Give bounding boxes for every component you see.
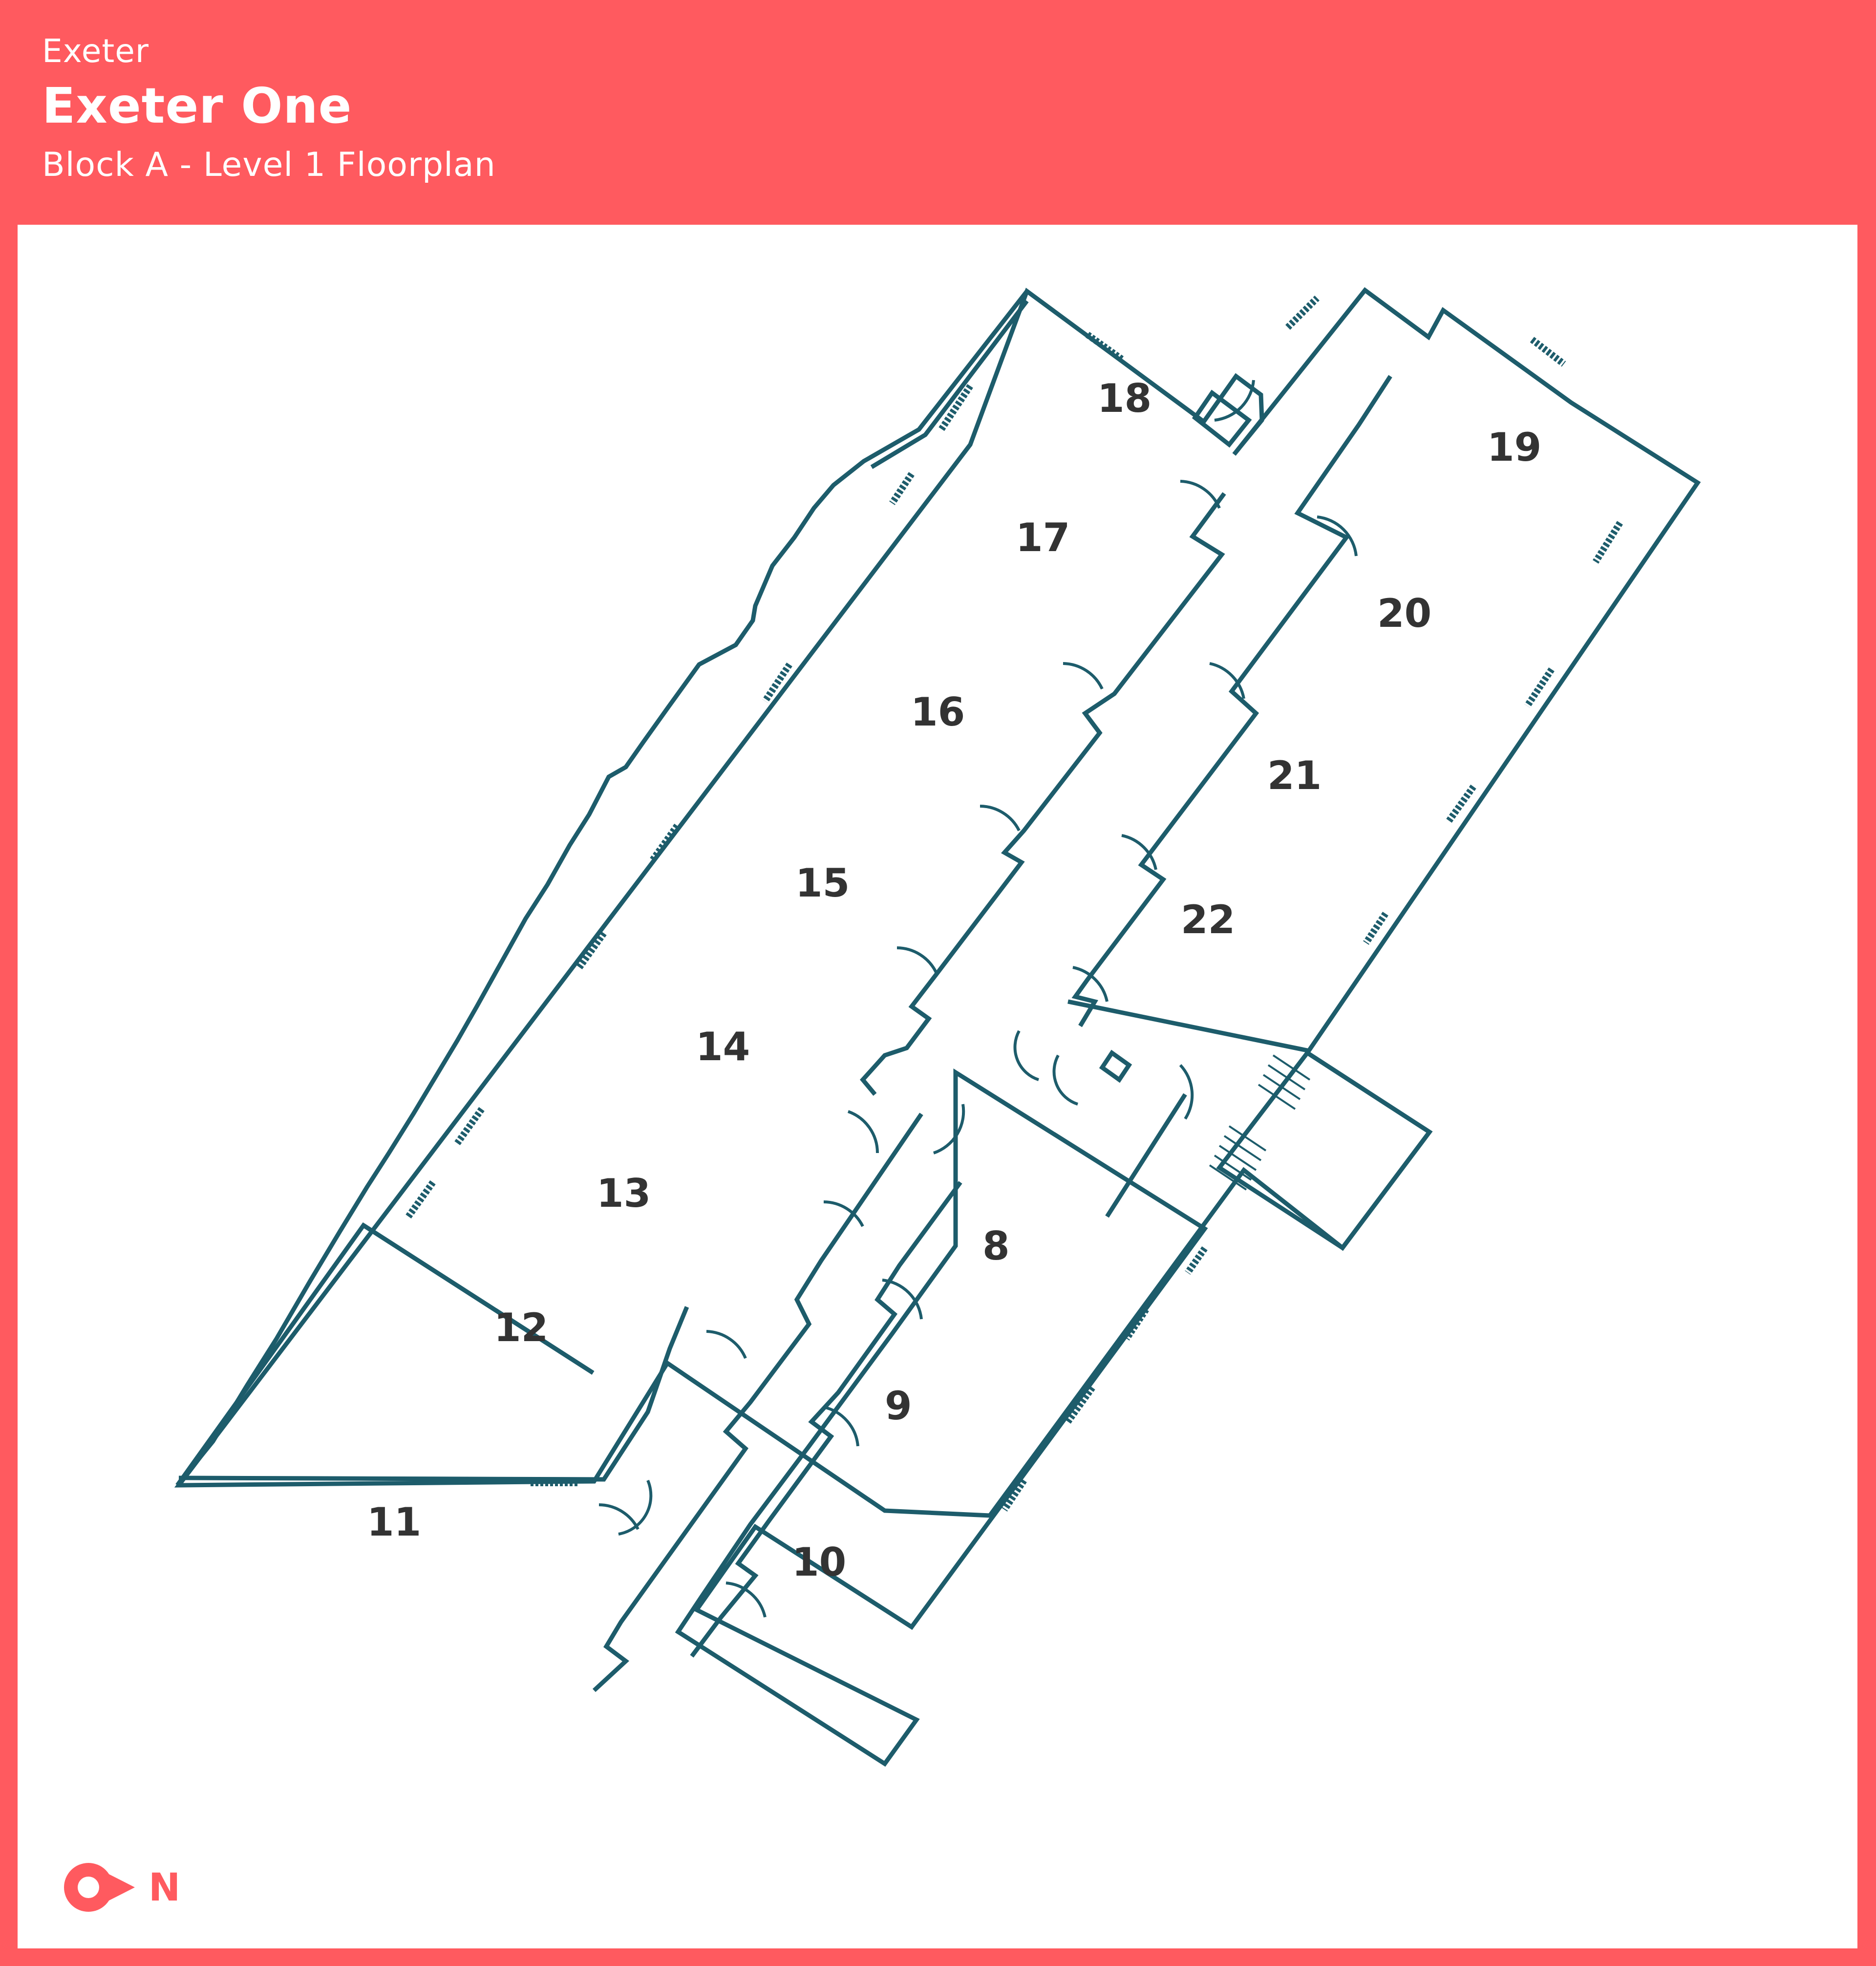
- wall-22-corridor: [1067, 999, 1308, 1053]
- door-17: [1180, 480, 1221, 509]
- compass: N: [64, 1863, 180, 1912]
- door-10: [725, 1581, 767, 1618]
- room-label-18: 18: [1097, 376, 1151, 421]
- door-11: [598, 1503, 640, 1530]
- door-12: [706, 1330, 747, 1359]
- room-label-14: 14: [696, 1024, 750, 1069]
- door-16: [1063, 662, 1104, 690]
- floorplan-panel: 18 17 16 15 14 13 12 11 19 20 21 22 8 9 …: [18, 225, 1857, 1948]
- wall-22-stair: [1105, 1093, 1187, 1218]
- service-cupboard: [1099, 1049, 1132, 1083]
- door-18: [1214, 380, 1255, 422]
- west-wing-outer-wall: [175, 290, 1029, 1487]
- corridor-west-wall-lower: [592, 1112, 923, 1692]
- floor-outline: [174, 287, 1701, 1518]
- stair-core: [1216, 1049, 1433, 1251]
- south-wall: [178, 1306, 689, 1482]
- room-label-22: 22: [1181, 897, 1235, 942]
- east-wing-walls: [675, 1068, 1208, 1767]
- floorplan-subtitle: Block A - Level 1 Floorplan: [42, 146, 496, 184]
- door-lobby: [933, 1104, 965, 1154]
- room-label-20: 20: [1377, 591, 1431, 636]
- room-labels: 18 17 16 15 14 13 12 11 19 20 21 22 8 9 …: [367, 376, 1541, 1585]
- west-wing-outer-wall-inner: [870, 299, 1029, 469]
- header: Exeter Exeter One Block A - Level 1 Floo…: [0, 0, 1876, 225]
- door-9: [823, 1406, 859, 1447]
- wall-11-12: [362, 1223, 595, 1375]
- building-title: Exeter One: [42, 77, 352, 134]
- room-label-17: 17: [1016, 515, 1070, 560]
- door-stair: [1179, 1064, 1194, 1120]
- room-label-10: 10: [792, 1539, 846, 1585]
- room-label-13: 13: [597, 1171, 651, 1216]
- doors: [598, 380, 1358, 1618]
- door-22: [1072, 966, 1109, 1002]
- door-15: [980, 805, 1021, 832]
- windows: [405, 296, 1623, 1512]
- room-label-15: 15: [795, 860, 850, 906]
- door-south-exit: [618, 1479, 653, 1536]
- door-14: [896, 946, 938, 973]
- floorplan-map: 18 17 16 15 14 13 12 11 19 20 21 22 8 9 …: [174, 287, 1701, 1767]
- walls: [174, 287, 1701, 1767]
- room-label-12: 12: [494, 1305, 548, 1350]
- corridor-west-wall-upper: [860, 492, 1226, 1096]
- stair-treads: [1209, 1054, 1311, 1191]
- room-label-9: 9: [885, 1383, 912, 1429]
- south-west-wall: [175, 1222, 595, 1487]
- room-label-11: 11: [367, 1499, 421, 1545]
- north-label: N: [149, 1866, 180, 1910]
- room-label-16: 16: [911, 689, 965, 735]
- north-pin-icon: [64, 1863, 135, 1912]
- door-8: [882, 1279, 923, 1320]
- corridor-east-wall-upper: [1071, 375, 1392, 1027]
- room-label-21: 21: [1267, 753, 1322, 798]
- city-name: Exeter: [42, 32, 149, 70]
- room-label-8: 8: [982, 1223, 1010, 1269]
- door-19: [1317, 515, 1358, 556]
- room-label-19: 19: [1487, 425, 1541, 470]
- door-wc-1: [1013, 1030, 1039, 1081]
- door-21: [1121, 834, 1157, 870]
- door-13: [823, 1200, 864, 1227]
- door-20: [1209, 662, 1245, 699]
- door-corridor-north: [847, 1110, 879, 1154]
- door-wc-2: [1052, 1054, 1078, 1106]
